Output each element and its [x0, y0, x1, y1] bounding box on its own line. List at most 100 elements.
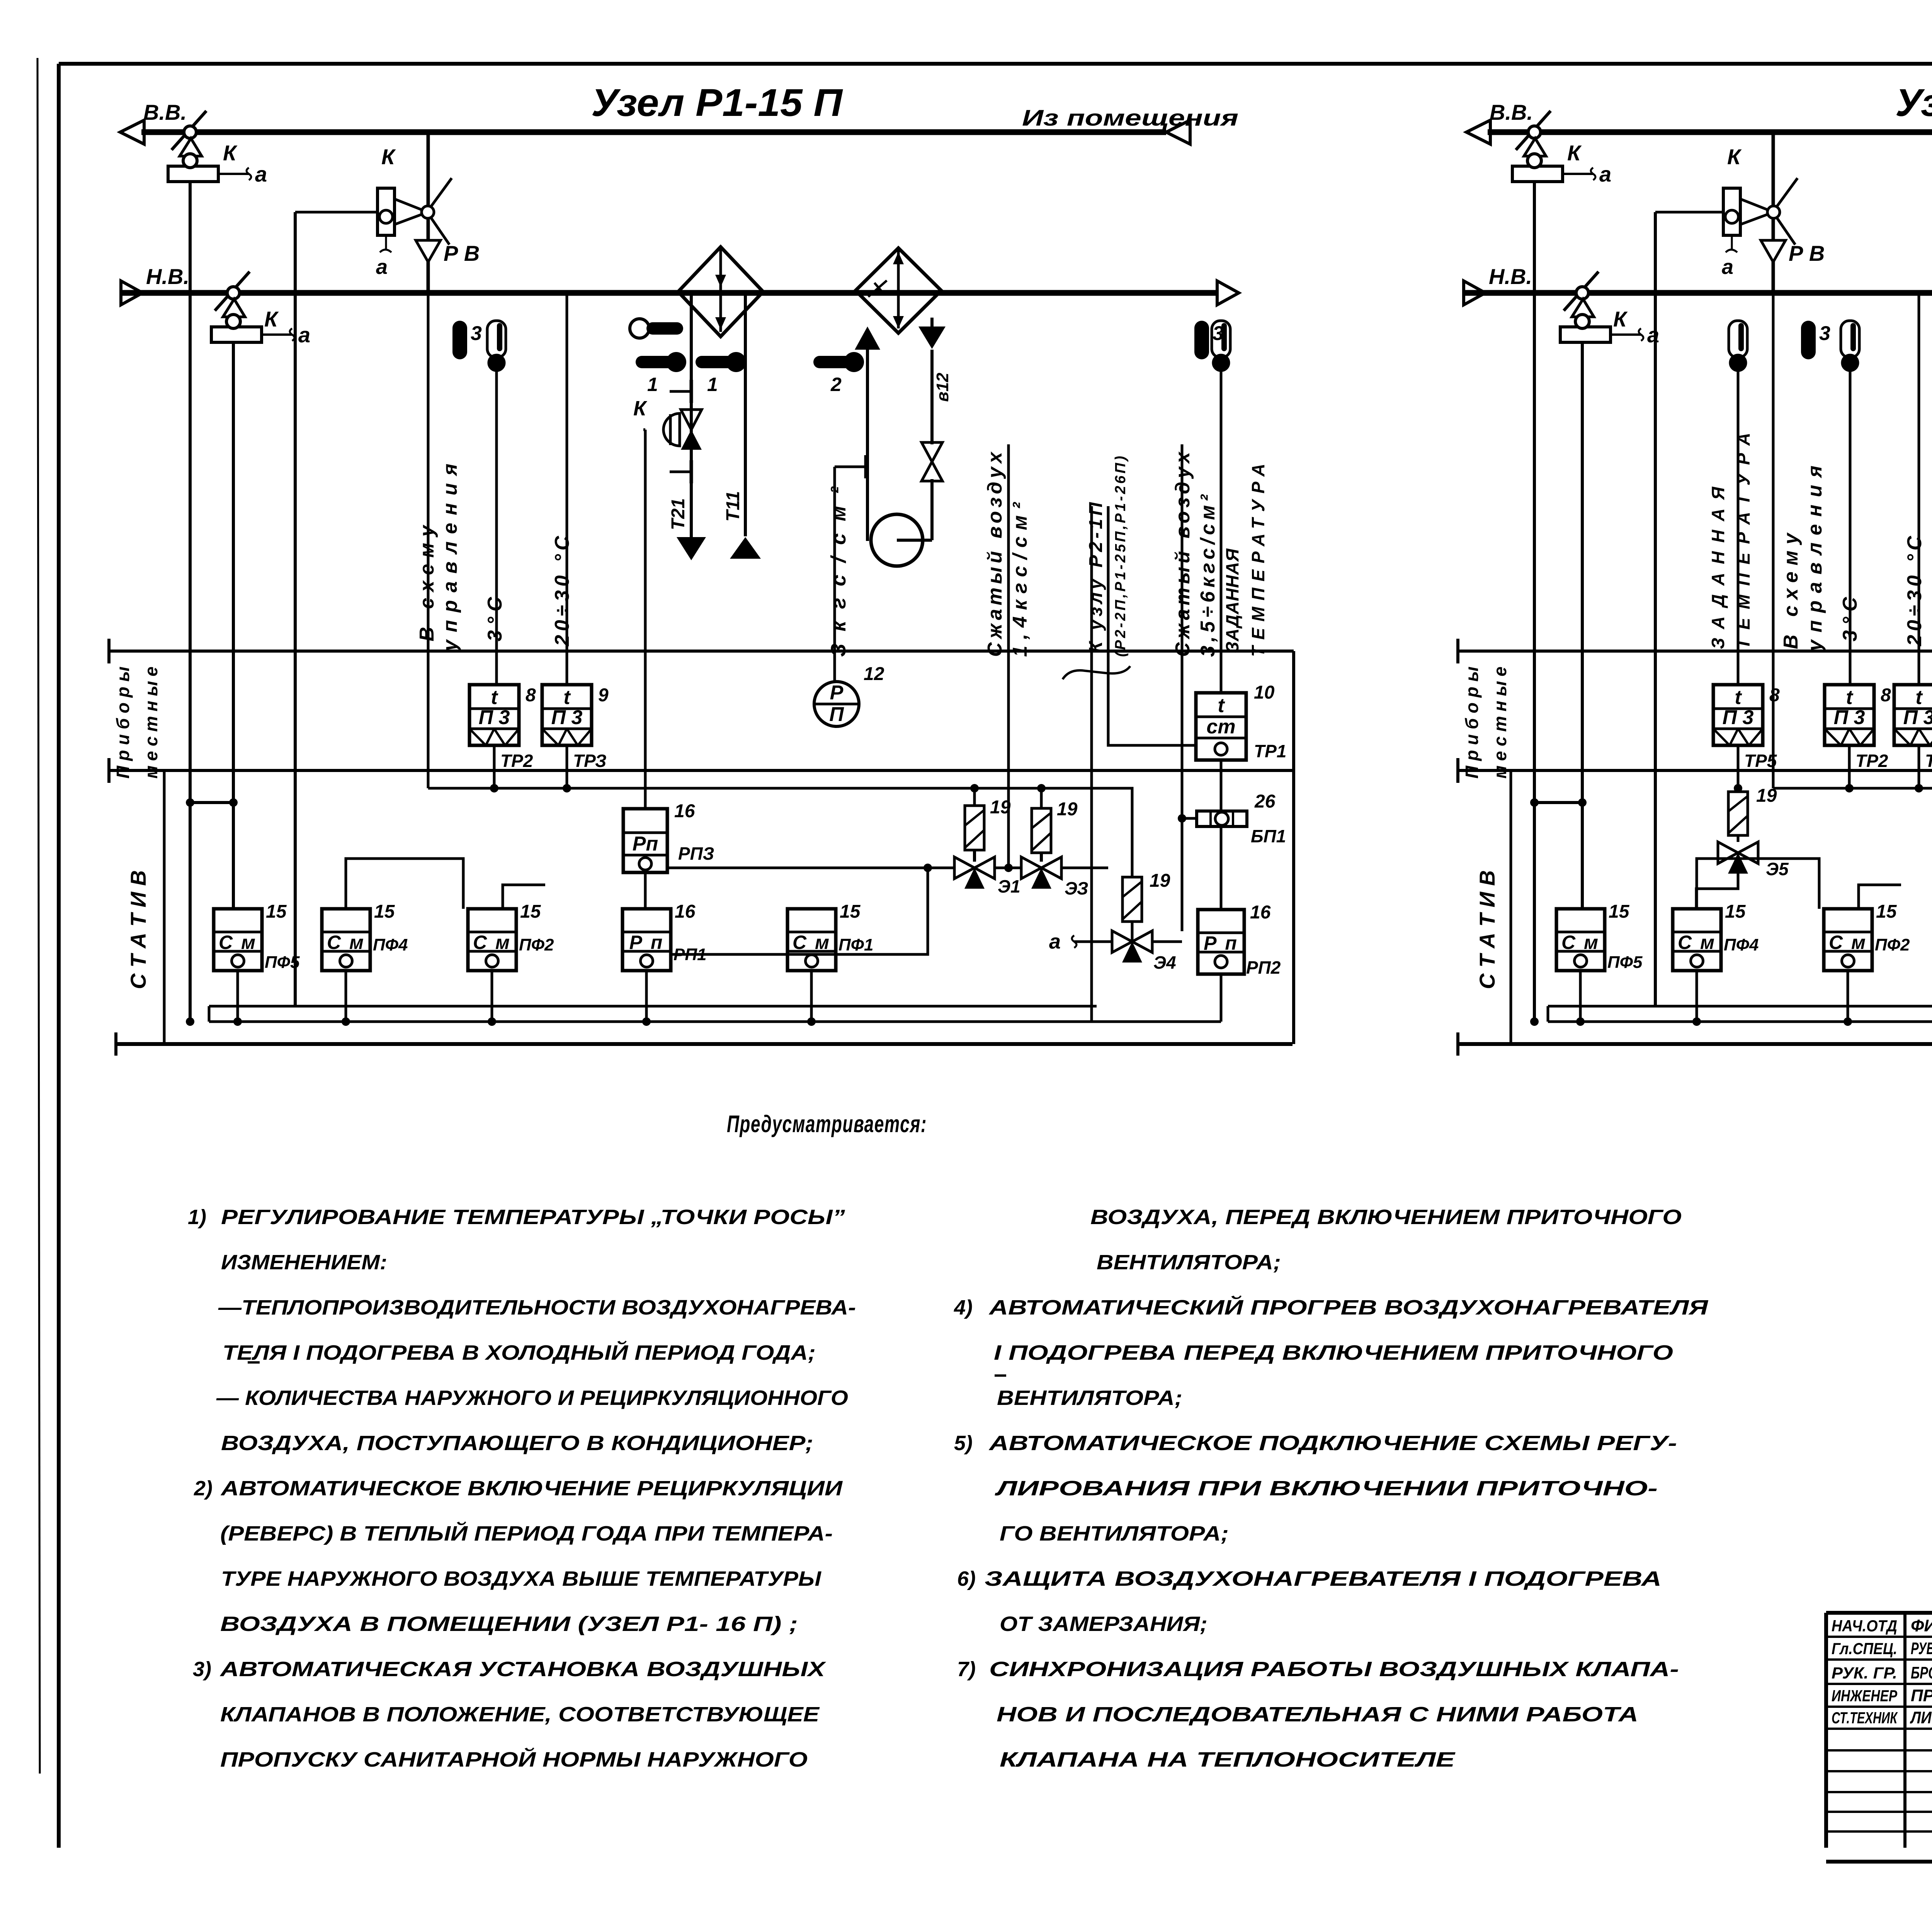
svg-text:16: 16: [674, 801, 695, 821]
svg-text:t: t: [1735, 686, 1742, 709]
svg-text:АВТОМАТИЧЕСКИЙ ПРОГРЕВ ВОЗДУ: АВТОМАТИЧЕСКИЙ ПРОГРЕВ ВОЗДУХОНАГРЕВАТЕЛ…: [988, 1295, 1709, 1319]
svg-text:15: 15: [520, 901, 541, 922]
svg-text:а: а: [255, 162, 267, 186]
svg-text:ТР2: ТР2: [500, 751, 533, 771]
svg-text:К: К: [633, 397, 648, 420]
svg-text:местные: местные: [141, 667, 161, 779]
svg-text:К: К: [1727, 145, 1742, 169]
svg-text:8: 8: [526, 685, 536, 706]
svg-text:3°С: 3°С: [1839, 597, 1861, 641]
svg-text:ФИНГЕР: ФИНГЕР: [1911, 1616, 1932, 1635]
svg-text:ПФ4: ПФ4: [373, 935, 408, 954]
svg-text:С Т А Т И В: С Т А Т И В: [1475, 870, 1499, 989]
svg-text:ПРОПУСКУ САНИТАРНОЙ НОРМЫ Н: ПРОПУСКУ САНИТАРНОЙ НОРМЫ НАРУЖНОГО: [220, 1747, 808, 1771]
svg-text:Узел Р1-15 П: Узел Р1-15 П: [591, 81, 843, 124]
svg-text:РП2: РП2: [1246, 957, 1281, 978]
svg-text:ТРЗ: ТРЗ: [573, 751, 607, 771]
svg-text:ПФ4: ПФ4: [1724, 935, 1759, 954]
svg-text:ИНЖЕНЕР: ИНЖЕНЕР: [1832, 1687, 1898, 1705]
svg-text:ТРЗ: ТРЗ: [1925, 751, 1932, 771]
svg-text:3: 3: [1213, 322, 1224, 345]
svg-text:К: К: [1567, 141, 1582, 165]
svg-text:ГО ВЕНТИЛЯТОРА;: ГО ВЕНТИЛЯТОРА;: [1000, 1522, 1229, 1545]
svg-text:КЛАПАНА НА ТЕПЛОНОСИТЕЛЕ: КЛАПАНА НА ТЕПЛОНОСИТЕЛЕ: [1000, 1748, 1456, 1771]
svg-text:ЛИРОВАНИЯ ПРИ ВКЛЮЧЕНИИ П: ЛИРОВАНИЯ ПРИ ВКЛЮЧЕНИИ ПРИТОЧНО-: [994, 1477, 1658, 1500]
svg-text:С м: С м: [473, 932, 511, 953]
svg-text:РПЗ: РПЗ: [678, 843, 714, 864]
svg-text:Э1: Э1: [998, 876, 1020, 896]
svg-text:—ТЕПЛОПРОИЗВОДИТЕЛЬНОСТИ ВОЗД: —ТЕПЛОПРОИЗВОДИТЕЛЬНОСТИ ВОЗДУХОНАГРЕВА-: [218, 1296, 856, 1319]
svg-text:в12: в12: [933, 372, 952, 402]
svg-text:Узел Р1-16 П: Узел Р1-16 П: [1895, 81, 1932, 124]
svg-text:С м: С м: [1678, 932, 1716, 953]
svg-text:РУК. ГР.: РУК. ГР.: [1832, 1664, 1897, 1682]
svg-text:15: 15: [1609, 901, 1630, 922]
svg-text:СИНХРОНИЗАЦИЯ РАБОТЫ ВОЗДУШН: СИНХРОНИЗАЦИЯ РАБОТЫ ВОЗДУШНЫХ КЛАПА-: [989, 1658, 1679, 1681]
svg-text:15: 15: [1725, 901, 1746, 922]
svg-text:16: 16: [675, 901, 696, 922]
svg-text:П 3: П 3: [1903, 706, 1932, 729]
svg-text:С м: С м: [219, 932, 257, 953]
svg-text:К: К: [264, 307, 279, 331]
svg-text:АВТОМАТИЧЕСКАЯ УСТАНОВКА В: АВТОМАТИЧЕСКАЯ УСТАНОВКА ВОЗДУШНЫХ: [219, 1658, 827, 1681]
svg-text:Т11: Т11: [723, 491, 743, 522]
svg-text:П 3: П 3: [1834, 706, 1865, 729]
svg-text:ВОЗДУХА В ПОМЕЩЕНИИ (УЗЕЛ: ВОЗДУХА В ПОМЕЩЕНИИ (УЗЕЛ Р1- 16 П) ;: [220, 1612, 798, 1636]
svg-text:Р п: Р п: [1204, 932, 1238, 954]
svg-text:I ПОДОГРЕВА ПЕРЕД ВКЛЮЧЕНИЕМ: I ПОДОГРЕВА ПЕРЕД ВКЛЮЧЕНИЕМ ПРИТОЧНОГО: [994, 1341, 1673, 1364]
svg-text:С м: С м: [793, 932, 831, 953]
svg-text:НАЧ.ОТД: НАЧ.ОТД: [1832, 1617, 1897, 1635]
svg-text:С Т А Т И В: С Т А Т И В: [126, 870, 150, 989]
svg-text:3: 3: [471, 322, 482, 345]
svg-text:С м: С м: [1829, 932, 1867, 953]
svg-text:6): 6): [957, 1567, 976, 1590]
svg-text:Сжатый воздух: Сжатый воздух: [1172, 451, 1194, 657]
svg-text:ТЕМПЕРАТУРА: ТЕМПЕРАТУРА: [1248, 464, 1268, 657]
svg-text:Н.В.: Н.В.: [1489, 264, 1532, 289]
svg-text:3°С: 3°С: [484, 597, 506, 641]
svg-text:ТР5: ТР5: [1744, 751, 1777, 771]
svg-text:Т21: Т21: [668, 498, 689, 530]
svg-text:а: а: [1049, 930, 1061, 953]
svg-text:t: t: [1846, 686, 1854, 709]
svg-text:— КОЛИЧЕСТВА НАРУЖНОГО И РЕЦИ: — КОЛИЧЕСТВА НАРУЖНОГО И РЕЦИРКУЛЯЦИОННО…: [216, 1386, 848, 1410]
svg-text:ПФ2: ПФ2: [1875, 935, 1910, 954]
svg-text:ЗАЩИТА ВОЗДУХОНАГРЕВАТЕЛЯ I: ЗАЩИТА ВОЗДУХОНАГРЕВАТЕЛЯ I ПОДОГРЕВА: [985, 1567, 1662, 1590]
svg-text:В.В.: В.В.: [143, 100, 187, 124]
svg-text:ПРОБИН: ПРОБИН: [1911, 1686, 1932, 1705]
svg-text:1: 1: [647, 374, 658, 395]
svg-text:ВЕНТИЛЯТОРА;: ВЕНТИЛЯТОРА;: [997, 1386, 1182, 1410]
svg-text:К: К: [381, 145, 396, 169]
svg-text:РЕГУЛИРОВАНИЕ ТЕМПЕРАТУРЫ „ТО: РЕГУЛИРОВАНИЕ ТЕМПЕРАТУРЫ „ТОЧКИ РОСЫ”: [221, 1206, 845, 1229]
svg-text:С м: С м: [327, 932, 365, 953]
svg-text:а: а: [1647, 323, 1659, 347]
svg-text:ТР1: ТР1: [1254, 741, 1286, 761]
svg-text:РУБЧИНСКИЙ: РУБЧИНСКИЙ: [1911, 1638, 1932, 1658]
svg-text:3: 3: [1819, 322, 1830, 345]
svg-text:АВТОМАТИЧЕСКОЕ ВКЛЮЧЕНИЕ РЕЦИ: АВТОМАТИЧЕСКОЕ ВКЛЮЧЕНИЕ РЕЦИРКУЛЯЦИИ: [220, 1477, 843, 1500]
svg-text:t: t: [1915, 686, 1923, 709]
svg-text:Р: Р: [830, 682, 844, 704]
svg-text:Сжатый воздух: Сжатый воздух: [984, 451, 1006, 657]
svg-text:Предусматривается:: Предусматривается:: [727, 1111, 927, 1138]
svg-text:19: 19: [1756, 786, 1777, 806]
svg-text:Рп: Рп: [633, 833, 658, 855]
svg-text:БРОНШТЕЙН: БРОНШТЕЙН: [1911, 1663, 1932, 1682]
svg-text:Гл.СПЕЦ.: Гл.СПЕЦ.: [1832, 1639, 1897, 1658]
svg-text:П 3: П 3: [1723, 706, 1754, 729]
svg-text:16: 16: [1250, 902, 1271, 923]
svg-text:9: 9: [598, 685, 609, 706]
svg-text:2: 2: [830, 374, 842, 395]
svg-text:ВОЗДУХА, ПОСТУПАЮЩЕГО В КОНД: ВОЗДУХА, ПОСТУПАЮЩЕГО В КОНДИЦИОНЕР;: [221, 1432, 813, 1455]
svg-text:ТР2: ТР2: [1855, 751, 1888, 771]
svg-text:ТЕЛЯ I ПОДОГРЕВА В ХОЛОДНЫЙ: ТЕЛЯ I ПОДОГРЕВА В ХОЛОДНЫЙ ПЕРИОД ГОДА;: [223, 1340, 816, 1364]
svg-text:СТ.ТЕХНИК: СТ.ТЕХНИК: [1832, 1709, 1898, 1727]
svg-text:ОТ ЗАМЕРЗАНИЯ;: ОТ ЗАМЕРЗАНИЯ;: [1000, 1612, 1208, 1636]
svg-text:8: 8: [1881, 685, 1891, 706]
svg-text:ВОЗДУХА, ПЕРЕД ВКЛЮЧЕНИЕМ П: ВОЗДУХА, ПЕРЕД ВКЛЮЧЕНИЕМ ПРИТОЧНОГО: [1090, 1206, 1682, 1229]
svg-text:t: t: [1218, 694, 1225, 717]
svg-text:ЗАДАННАЯ: ЗАДАННАЯ: [1222, 548, 1242, 653]
svg-text:19: 19: [1150, 871, 1170, 891]
svg-text:19: 19: [990, 797, 1011, 818]
svg-text:ПФ5: ПФ5: [265, 953, 300, 972]
